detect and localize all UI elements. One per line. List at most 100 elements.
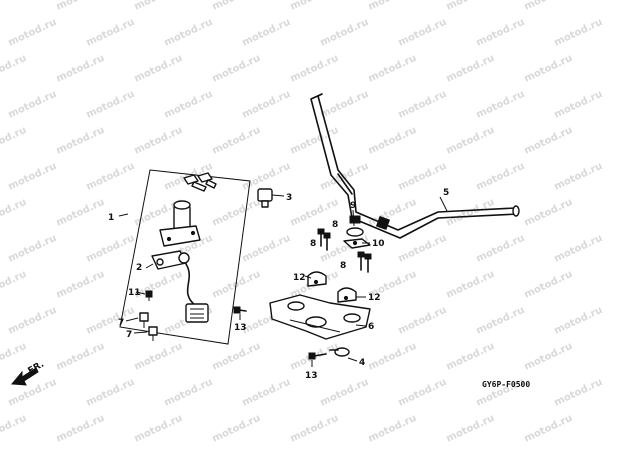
- callout-2: 2: [136, 263, 142, 273]
- watermark-text: motod.ru: [367, 125, 419, 157]
- bolt-13-a: [233, 306, 247, 314]
- callout-3: 3: [286, 193, 292, 203]
- watermark-text: motod.ru: [0, 125, 28, 157]
- callout-8b: 8: [310, 239, 316, 249]
- watermark-text: motod.ru: [55, 341, 107, 373]
- callout-12a: 12: [293, 273, 306, 283]
- watermark-text: motod.ru: [133, 341, 185, 373]
- watermark-text: motod.ru: [553, 377, 605, 409]
- watermark-text: motod.ru: [55, 0, 107, 13]
- watermark-text: motod.ru: [523, 197, 575, 229]
- watermark-text: motod.ru: [397, 305, 449, 337]
- callout-9: 9: [350, 201, 356, 211]
- watermark-text: motod.ru: [523, 413, 575, 445]
- bolt-8-pair-a: [317, 228, 331, 251]
- screw-7a: [139, 312, 149, 328]
- watermark-text: motod.ru: [0, 269, 28, 301]
- watermark-text: motod.ru: [475, 305, 527, 337]
- watermark-text: motod.ru: [445, 197, 497, 229]
- watermark-text: motod.ru: [319, 377, 371, 409]
- watermark-text: motod.ru: [0, 413, 28, 445]
- ignition-switch-body: [159, 200, 201, 247]
- watermark-text: motod.ru: [475, 161, 527, 193]
- watermark-text: motod.ru: [367, 341, 419, 373]
- leader-lines: [118, 209, 370, 367]
- watermark-text: motod.ru: [85, 17, 137, 49]
- watermark-text: motod.ru: [367, 53, 419, 85]
- watermark-text: motod.ru: [0, 341, 28, 373]
- callout-4: 4: [359, 358, 365, 368]
- watermark-text: motod.ru: [445, 341, 497, 373]
- watermark-text: motod.ru: [7, 233, 59, 265]
- watermark-text: motod.ru: [55, 125, 107, 157]
- watermark-text: motod.ru: [367, 0, 419, 13]
- watermark-text: motod.ru: [0, 53, 28, 85]
- watermark-text: motod.ru: [367, 413, 419, 445]
- callout-5: 5: [443, 188, 449, 198]
- watermark-text: motod.ru: [445, 413, 497, 445]
- watermark-text: motod.ru: [163, 89, 215, 121]
- switch-wire: [185, 263, 197, 307]
- callout-8a: 8: [332, 220, 338, 230]
- watermark-text: motod.ru: [85, 233, 137, 265]
- watermark-text: motod.ru: [7, 17, 59, 49]
- watermark-text: motod.ru: [211, 197, 263, 229]
- watermark-text: motod.ru: [163, 377, 215, 409]
- screw-7b: [148, 326, 158, 341]
- watermark-text: motod.ru: [319, 17, 371, 49]
- watermark-text: motod.ru: [445, 125, 497, 157]
- watermark-text: motod.ru: [445, 269, 497, 301]
- watermark-text: motod.ru: [133, 125, 185, 157]
- callout-7b: 7: [126, 330, 132, 340]
- watermark-text: motod.ru: [523, 125, 575, 157]
- watermark-text: motod.ru: [55, 197, 107, 229]
- direction-label: FR.: [27, 360, 46, 377]
- callout-6: 6: [368, 322, 374, 332]
- watermark-text: motod.ru: [241, 17, 293, 49]
- callout-8c: 8: [340, 261, 346, 271]
- watermark-text: motod.ru: [55, 53, 107, 85]
- watermark-text: motod.ru: [553, 161, 605, 193]
- watermark-text: motod.ru: [553, 17, 605, 49]
- watermark-text: motod.ru: [85, 89, 137, 121]
- callout-11: 11: [128, 288, 141, 298]
- watermark-text: motod.ru: [133, 53, 185, 85]
- watermark-layer: motod.ru motod.ru motod.ru motod.ru motod.ru…: [0, 0, 604, 445]
- watermark-text: motod.ru: [445, 53, 497, 85]
- watermark-text: motod.ru: [241, 89, 293, 121]
- watermark-text: motod.ru: [523, 53, 575, 85]
- bolt-8-pair-b: [357, 251, 372, 273]
- watermark-text: motod.ru: [553, 305, 605, 337]
- watermark-text: motod.ru: [241, 161, 293, 193]
- watermark-text: motod.ru: [55, 269, 107, 301]
- watermark-text: motod.ru: [211, 125, 263, 157]
- watermark-text: motod.ru: [133, 413, 185, 445]
- watermark-text: motod.ru: [397, 17, 449, 49]
- watermark-text: motod.ru: [7, 89, 59, 121]
- watermark-text: motod.ru: [289, 53, 341, 85]
- watermark-text: motod.ru: [0, 0, 28, 13]
- watermark-text: motod.ru: [211, 0, 263, 13]
- watermark-text: motod.ru: [475, 17, 527, 49]
- callout-1: 1: [108, 213, 114, 223]
- bolt-4: [329, 347, 350, 357]
- callout-7a: 7: [118, 318, 124, 328]
- watermark-text: motod.ru: [553, 233, 605, 265]
- clamp-12-left: [307, 271, 327, 287]
- callout-12b: 12: [368, 293, 381, 303]
- switch-connector: [185, 303, 209, 323]
- watermark-text: motod.ru: [475, 233, 527, 265]
- watermark-text: motod.ru: [397, 161, 449, 193]
- handlebar: [310, 93, 520, 239]
- watermark-text: motod.ru: [211, 413, 263, 445]
- diagram-code: GY6P-F0500: [482, 380, 530, 389]
- watermark-text: motod.ru: [397, 233, 449, 265]
- callout-13b: 13: [305, 371, 318, 381]
- watermark-text: motod.ru: [319, 161, 371, 193]
- callout-13a: 13: [234, 323, 247, 333]
- watermark-text: motod.ru: [211, 53, 263, 85]
- watermark-text: motod.ru: [289, 413, 341, 445]
- callout-10: 10: [372, 239, 385, 249]
- watermark-text: motod.ru: [319, 89, 371, 121]
